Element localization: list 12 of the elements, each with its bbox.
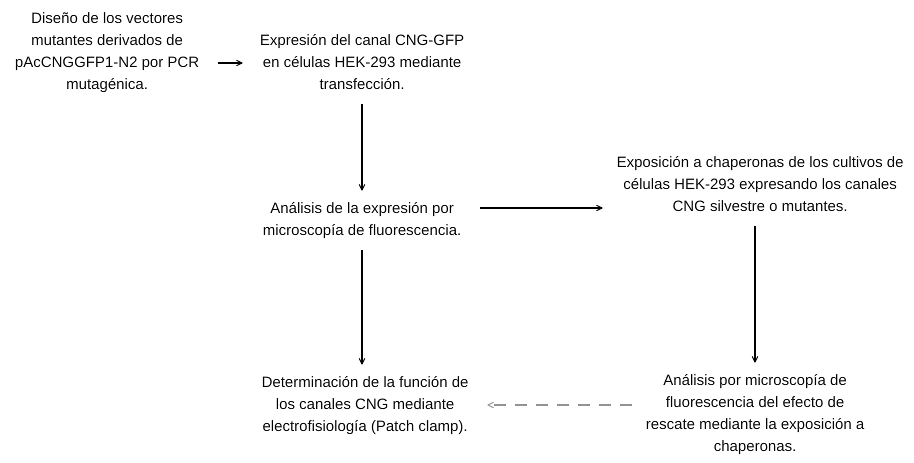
step-text: Expresión del canal CNG-GFP en células HEK-293 mediante transfección. bbox=[250, 30, 474, 96]
arrow bbox=[358, 250, 366, 365]
step-text: Análisis de la expresión por microscopía de fluorescencia. bbox=[252, 198, 472, 242]
step-text: Diseño de los vectores mutantes derivados de pAcCNGGFP1-N2 por PCR mutagénica. bbox=[4, 8, 210, 96]
step-text: Exposición a chaperonas de los cultivos de células HEK-293 expresando los canales CNG silvestre o mutantes. bbox=[610, 152, 910, 218]
step-text: Análisis por microscopía de fluorescencia del efecto de rescate mediante la exposición a chaperonas. bbox=[640, 370, 870, 458]
arrow bbox=[358, 104, 366, 191]
arrow bbox=[480, 204, 603, 212]
arrow bbox=[487, 402, 632, 408]
step-text: Determinación de la función de los canales CNG mediante electrofisiología (Patch clamp). bbox=[250, 372, 480, 438]
arrow bbox=[752, 226, 758, 363]
arrow bbox=[218, 60, 243, 66]
